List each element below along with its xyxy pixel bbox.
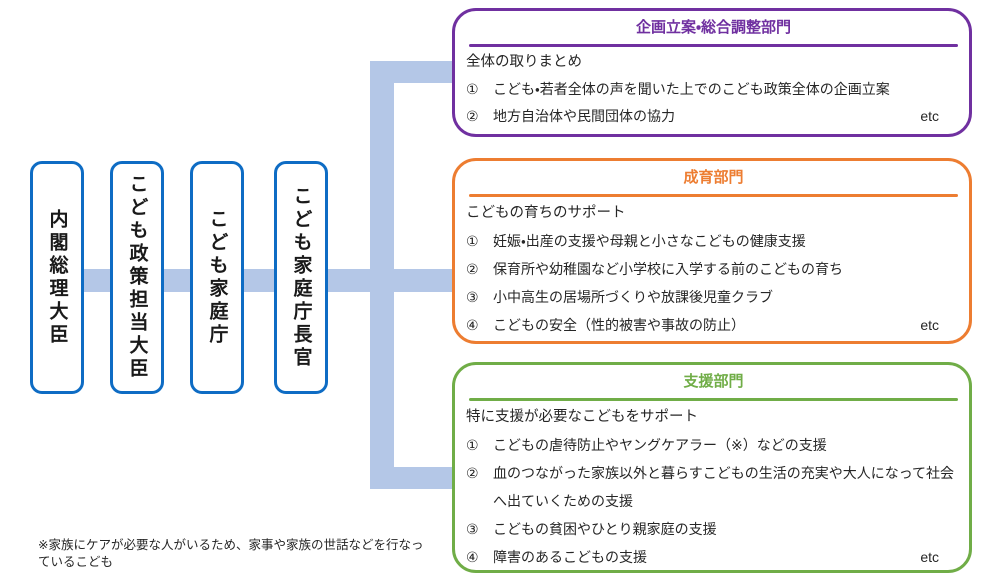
dept-lead: こどもの育ちのサポート (466, 205, 626, 221)
dept-item: ② 保育所や幼稚園など小学校に入学する前のこどもの育ち (466, 255, 961, 283)
dept-item: ① こども・若者全体の声を聞いた上でのこども政策全体の企画立案 (466, 76, 961, 103)
item-text: 地方自治体や民間団体の協力 (493, 108, 675, 124)
item-text: 小中高生の居場所づくりや放課後児童クラブ (493, 289, 773, 305)
chain-box-minister-for-child-policies: こども政策担当大臣 (110, 161, 164, 394)
connector-branch-bottom (390, 467, 452, 489)
chain-box-children-families-agency: こども家庭庁 (190, 161, 244, 394)
dept-support: 支援部門 特に支援が必要なこどもをサポート ① こどもの虐待防止やヤングケアラー… (452, 362, 972, 573)
chain-box-label: こども家庭庁 (206, 208, 228, 347)
chain-box-agency-director-general: こども家庭庁長官 (274, 161, 328, 394)
dept-item: ③ 小中高生の居場所づくりや放課後児童クラブ (466, 283, 961, 311)
dept-item: ① こどもの虐待防止やヤングケアラー（※）などの支援 (466, 431, 961, 459)
dept-planning-coordination: 企画立案・総合調整部門 全体の取りまとめ ① こども・若者全体の声を聞いた上での… (452, 8, 972, 137)
item-text: こどもの貧困やひとり親家庭の支援 (493, 521, 717, 537)
dept-title-divider (469, 194, 958, 197)
item-text: こどもの安全（性的被害や事故の防止） (493, 317, 745, 333)
item-number: ② (466, 108, 479, 124)
item-number: ① (466, 233, 479, 249)
item-number: ① (466, 81, 479, 97)
chain-box-label: こども政策担当大臣 (126, 174, 148, 381)
item-number: ④ (466, 549, 479, 565)
dept-title: 成育部門 (683, 169, 744, 186)
item-number: ③ (466, 521, 479, 537)
etc-label: etc (920, 108, 939, 124)
item-number: ③ (466, 289, 479, 305)
young-carer-footnote: ※家族にケアが必要な人がいるため、家事や家族の世話などを行なっているこども (38, 538, 424, 569)
item-number: ② (466, 261, 479, 277)
dept-title-divider (469, 398, 958, 401)
connector-branch-top (390, 61, 452, 83)
dept-lead: 全体の取りまとめ (466, 54, 582, 70)
dept-lead: 特に支援が必要なこどもをサポート (466, 409, 698, 425)
dept-item: ④ 障害のあるこどもの支援 etc (466, 543, 961, 571)
dept-item: ④ こどもの安全（性的被害や事故の防止） etc (466, 311, 961, 339)
item-number: ① (466, 437, 479, 453)
connector-vertical-trunk (370, 61, 394, 489)
dept-title: 支援部門 (683, 373, 744, 390)
dept-item: ② 血のつながった家族以外と暮らすこどもの生活の充実や大人になって社会へ出ていく… (466, 459, 961, 515)
item-text: こども・若者全体の声を聞いた上でのこども政策全体の企画立案 (493, 81, 890, 97)
dept-title-divider (469, 44, 958, 47)
item-text: 血のつながった家族以外と暮らすこどもの生活の充実や大人になって社会へ出ていくため… (493, 465, 955, 509)
dept-item: ③ こどもの貧困やひとり親家庭の支援 (466, 515, 961, 543)
dept-item: ① 妊娠・出産の支援や母親と小さなこどもの健康支援 (466, 227, 961, 255)
dept-title: 企画立案・総合調整部門 (635, 19, 792, 36)
item-text: 障害のあるこどもの支援 (493, 549, 647, 565)
chain-box-prime-minister: 内閣総理大臣 (30, 161, 84, 394)
dept-item: ② 地方自治体や民間団体の協力 etc (466, 103, 961, 130)
chain-box-label: 内閣総理大臣 (46, 208, 68, 347)
chain-box-label: こども家庭庁長官 (290, 185, 312, 370)
item-number: ② (466, 465, 479, 481)
etc-label: etc (920, 317, 939, 333)
item-text: 保育所や幼稚園など小学校に入学する前のこどもの育ち (493, 261, 843, 277)
item-text: こどもの虐待防止やヤングケアラー（※）などの支援 (493, 437, 827, 453)
item-text: 妊娠・出産の支援や母親と小さなこどもの健康支援 (493, 233, 806, 249)
etc-label: etc (920, 549, 939, 565)
dept-development: 成育部門 こどもの育ちのサポート ① 妊娠・出産の支援や母親と小さなこどもの健康… (452, 158, 972, 344)
item-number: ④ (466, 317, 479, 333)
